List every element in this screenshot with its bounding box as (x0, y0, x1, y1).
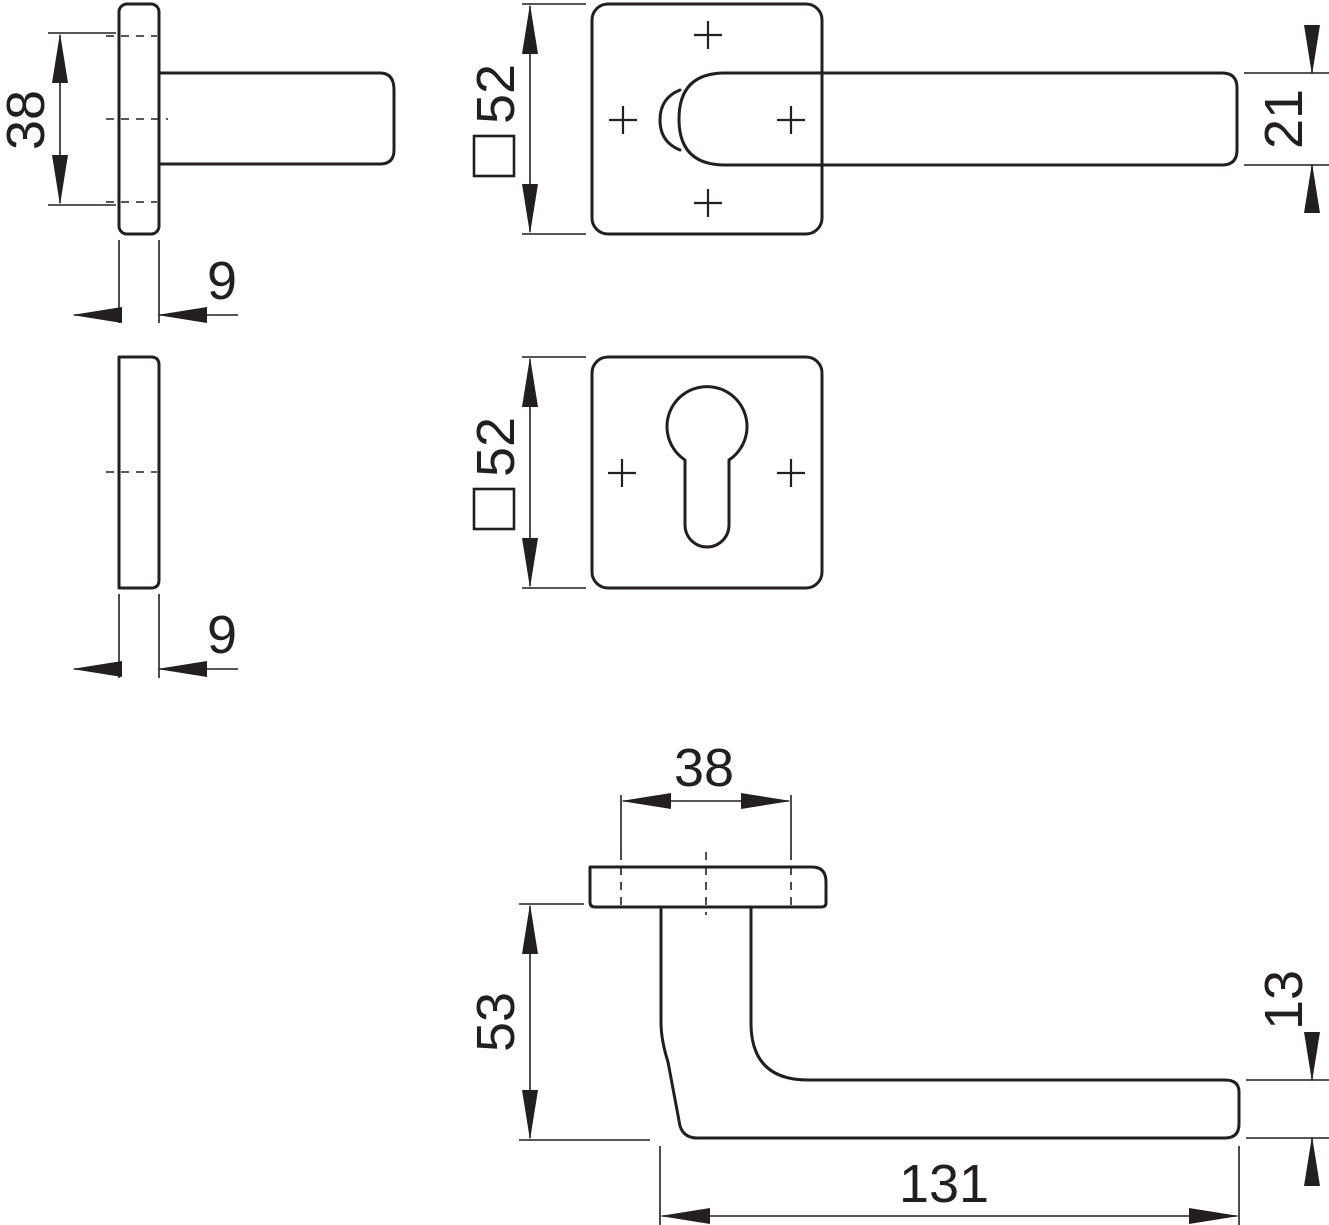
escutcheon-square-outline (590, 355, 824, 590)
escutcheon-side-outline (117, 355, 161, 590)
dimension-label-38: 38 (0, 90, 56, 150)
lever-neck-outline (658, 88, 682, 152)
screw-mark-icon (694, 189, 722, 217)
dimension-label-9: 9 (207, 251, 237, 311)
dimension-label-9: 9 (207, 605, 237, 665)
dimension-label-52: 52 (466, 64, 526, 124)
dimension-label-131: 131 (899, 1154, 989, 1214)
square-symbol-icon (472, 134, 516, 178)
lever-top-outline (659, 905, 1241, 1140)
side-view-rose-lever: 38 9 (0, 2, 396, 323)
rose-top-outline (588, 865, 828, 909)
side-view-escutcheon: 9 (72, 355, 238, 678)
screw-mark-icon (694, 21, 722, 49)
dimension-label-53: 53 (466, 992, 526, 1052)
screw-mark-icon (777, 106, 805, 134)
dimension-label-13: 13 (1254, 970, 1314, 1030)
dimension-label-21: 21 (1254, 89, 1314, 149)
screw-mark-icon (608, 459, 636, 487)
lever-side-outline (158, 71, 396, 166)
dimension-label-38: 38 (674, 738, 734, 798)
screw-mark-icon (609, 106, 637, 134)
rose-square-outline (590, 2, 824, 236)
screw-mark-icon (777, 459, 805, 487)
front-view-keyhole-escutcheon: 52 (466, 355, 824, 590)
square-symbol-icon (472, 487, 516, 531)
front-view-lever-rose: 52 21 (466, 2, 1329, 236)
top-view-lever: 38 53 131 13 (466, 738, 1329, 1225)
keyhole-icon (665, 385, 749, 549)
dimension-label-52: 52 (466, 417, 526, 477)
lever-front-outline (677, 71, 1239, 167)
